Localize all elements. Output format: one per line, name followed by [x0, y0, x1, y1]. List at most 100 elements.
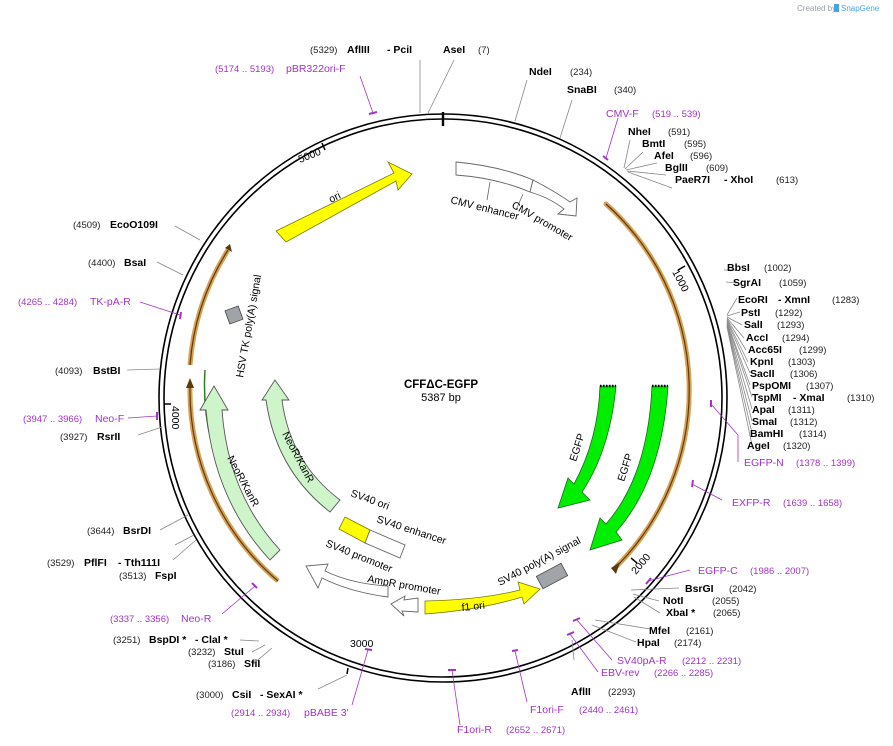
primer-neo-f[interactable]: Neo-F: [95, 413, 124, 425]
site-nheI[interactable]: NheI: [628, 126, 651, 138]
site-apaI-pos: (1311): [788, 405, 815, 416]
site-bspDI[interactable]: BspDI *: [149, 634, 187, 646]
primer-egfp-n[interactable]: EGFP-N: [744, 457, 784, 469]
site-xmnI[interactable]: - XmnI: [778, 294, 810, 306]
primer-pbr322ori-f[interactable]: pBR322ori-F: [286, 63, 346, 75]
site-bamHI-pos: (1314): [799, 429, 826, 440]
site-sacII[interactable]: SacII: [750, 368, 775, 380]
primer-neo-f-pos: (3947 .. 3966): [23, 414, 82, 425]
site-salI-pos: (1293): [777, 320, 804, 331]
site-sfiI[interactable]: SfiI: [244, 658, 260, 670]
site-pflFI-pos: (3529): [47, 558, 74, 569]
site-csiI[interactable]: CsiI: [232, 689, 251, 701]
site-kpnI[interactable]: KpnI: [750, 356, 773, 368]
site-bmtI[interactable]: BmtI: [642, 138, 665, 150]
site-stuI-pos: (3232): [188, 647, 215, 658]
feature-f1-ori[interactable]: f1 ori: [424, 581, 541, 615]
primer-exfp-r[interactable]: EXFP-R: [732, 497, 771, 509]
site-xbaI[interactable]: XbaI *: [666, 607, 696, 619]
primer-neo-r[interactable]: Neo-R: [181, 613, 212, 625]
primer-f1ori-r[interactable]: F1ori-R: [457, 724, 492, 736]
site-hpaI[interactable]: HpaI: [637, 637, 660, 649]
primer-ebv-rev[interactable]: EBV-rev: [601, 667, 640, 679]
feature-neor[interactable]: NeoR/KanR NeoR/KanR: [199, 379, 341, 561]
site-ndeI-pos: (234): [570, 67, 592, 78]
site-notI-pos: (2055): [712, 596, 739, 607]
primer-neo-r-pos: (3337 .. 3356): [110, 614, 169, 625]
site-bstBI[interactable]: BstBI: [93, 365, 121, 377]
site-aflII[interactable]: AflII: [571, 686, 591, 698]
site-ecoRI[interactable]: EcoRI: [738, 294, 768, 306]
plasmid-size: 5387 bp: [421, 392, 461, 404]
site-bsaI[interactable]: BsaI: [124, 257, 146, 269]
site-pciI[interactable]: - PciI: [387, 44, 412, 56]
site-ageI[interactable]: AgeI: [747, 440, 770, 452]
site-smaI[interactable]: SmaI: [752, 416, 777, 428]
tick-5000: 5000: [297, 146, 323, 166]
feature-hsv-tk-label: HSV TK poly(A) signal: [234, 274, 264, 379]
primer-pbabe3[interactable]: pBABE 3': [304, 707, 349, 719]
primer-sv40pa-r-pos: (2212 .. 2231): [682, 656, 741, 667]
tick-2000: 2000: [629, 551, 653, 577]
site-apaI[interactable]: ApaI: [752, 404, 775, 416]
site-bbsI-pos: (1002): [764, 263, 791, 274]
primer-tk-pa-r-pos: (4265 .. 4284): [18, 297, 77, 308]
site-xhoI-pos: (613): [776, 175, 798, 186]
site-bsrDI[interactable]: BsrDI: [123, 525, 151, 537]
feature-f1-ori-label: f1 ori: [461, 600, 485, 614]
site-sgrAI[interactable]: SgrAI: [733, 277, 761, 289]
site-accI-pos: (1294): [782, 333, 809, 344]
site-acc65I[interactable]: Acc65I: [748, 344, 782, 356]
site-pflFI[interactable]: PflFI: [84, 557, 107, 569]
feature-hsv-tk[interactable]: HSV TK poly(A) signal: [224, 274, 264, 379]
site-notI[interactable]: NotI: [663, 595, 683, 607]
site-bstBI-pos: (4093): [55, 366, 82, 377]
site-tspMI[interactable]: TspMI: [752, 392, 782, 404]
site-accI[interactable]: AccI: [746, 332, 768, 344]
site-tth111I[interactable]: - Tth111I: [118, 557, 160, 569]
site-acc65I-pos: (1299): [799, 345, 826, 356]
site-bbsI[interactable]: BbsI: [727, 262, 750, 274]
primer-tk-pa-r[interactable]: TK-pA-R: [90, 296, 131, 308]
site-xmaI[interactable]: - XmaI: [793, 392, 825, 404]
site-rsrII[interactable]: RsrII: [97, 431, 120, 443]
site-salI[interactable]: SalI: [744, 319, 763, 331]
feature-cmv[interactable]: CMV enhancer CMV promoter: [449, 161, 578, 244]
site-pspOMI[interactable]: PspOMI: [752, 380, 791, 392]
site-bsrDI-pos: (3644): [87, 526, 114, 537]
site-stuI[interactable]: StuI: [224, 646, 244, 658]
site-aflIII[interactable]: AflIII: [347, 44, 370, 56]
site-leaders: [126, 59, 753, 690]
primer-f1ori-f[interactable]: F1ori-F: [530, 704, 564, 716]
primer-cmv-f[interactable]: CMV-F: [606, 108, 639, 120]
site-aflIII-pos: (5329): [310, 45, 337, 56]
primer-labels: (5174 .. 5193) pBR322ori-F CMV-F (519 ..…: [18, 63, 855, 736]
site-bglII[interactable]: BglII: [665, 162, 688, 174]
credit-brand: SnapGene: [841, 4, 880, 13]
site-aseI[interactable]: AseI: [443, 44, 465, 56]
site-afeI[interactable]: AfeI: [654, 150, 674, 162]
site-ecoO109I[interactable]: EcoO109I: [110, 219, 158, 231]
site-kpnI-pos: (1303): [788, 357, 815, 368]
site-pstI[interactable]: PstI: [741, 307, 760, 319]
primer-egfp-c[interactable]: EGFP-C: [698, 565, 738, 577]
feature-sv40-enhancer[interactable]: SV40 enhancer: [364, 513, 448, 559]
site-snabI-pos: (340): [614, 85, 636, 96]
feature-sv40-polya[interactable]: SV40 poly(A) signal: [496, 535, 583, 590]
primer-sv40pa-r[interactable]: SV40pA-R: [617, 655, 667, 667]
site-fspI[interactable]: FspI: [155, 570, 177, 582]
primer-f1ori-f-pos: (2440 .. 2461): [579, 705, 638, 716]
site-bamHI[interactable]: BamHI: [750, 428, 783, 440]
site-ndeI[interactable]: NdeI: [529, 66, 552, 78]
site-sexAI[interactable]: - SexAI *: [260, 689, 304, 701]
site-claI[interactable]: - ClaI *: [195, 634, 229, 646]
site-ecoO109I-pos: (4509): [73, 220, 100, 231]
site-snabI[interactable]: SnaBI: [567, 84, 597, 96]
feature-ori[interactable]: ori: [275, 161, 413, 243]
site-paeR7I[interactable]: PaeR7I: [675, 174, 710, 186]
orange-orfs: [186, 201, 692, 583]
site-bsrGI[interactable]: BsrGI: [685, 583, 714, 595]
site-xhoI[interactable]: - XhoI: [724, 174, 753, 186]
site-mfeI[interactable]: MfeI: [649, 625, 670, 637]
